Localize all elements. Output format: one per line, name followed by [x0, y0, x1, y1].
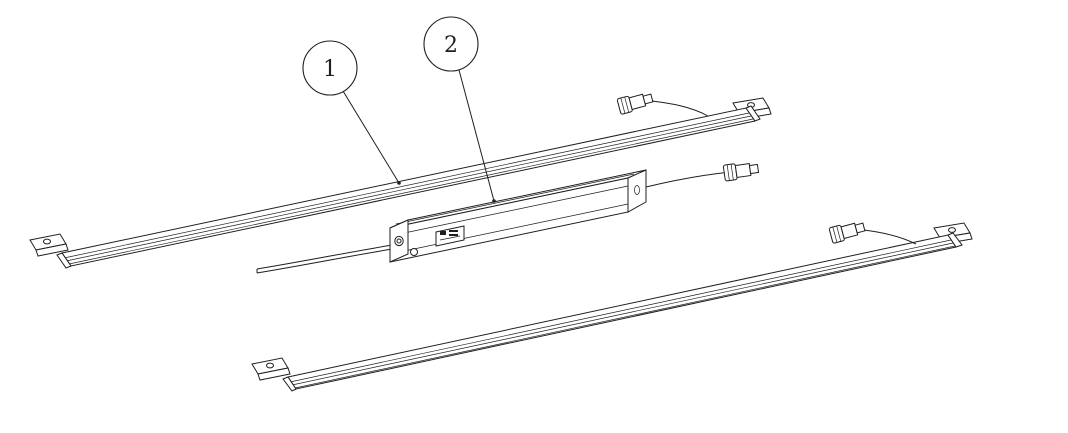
connector-plug-icon: [828, 222, 866, 244]
connector-plug-icon: [616, 93, 654, 115]
bar-extrusion: [287, 234, 957, 390]
leader-line: [458, 69, 495, 202]
leader-dot: [492, 199, 496, 203]
callout-balloon: [302, 40, 358, 96]
callout-2: 2: [423, 16, 496, 203]
cable: [651, 100, 709, 117]
callout-balloon: [423, 16, 479, 72]
connector-plug-icon: [722, 163, 760, 182]
screw-icon: [410, 248, 418, 256]
mounting-bracket-icon: [251, 357, 291, 381]
driver-right-face: [627, 169, 647, 213]
cable-gland-icon: [394, 235, 404, 247]
mounting-bracket-icon: [29, 233, 69, 257]
product-label: [435, 225, 465, 247]
callout-number: 1: [323, 57, 337, 82]
callout-1: 1: [302, 40, 401, 185]
leader-dot: [397, 181, 401, 185]
light-bar-top: [29, 93, 772, 269]
cable: [863, 229, 917, 245]
light-bar-bottom: [251, 222, 973, 392]
leader-line: [342, 90, 400, 184]
callout-number: 2: [444, 33, 458, 58]
input-wire: [256, 244, 393, 274]
driver-box: [256, 163, 760, 274]
